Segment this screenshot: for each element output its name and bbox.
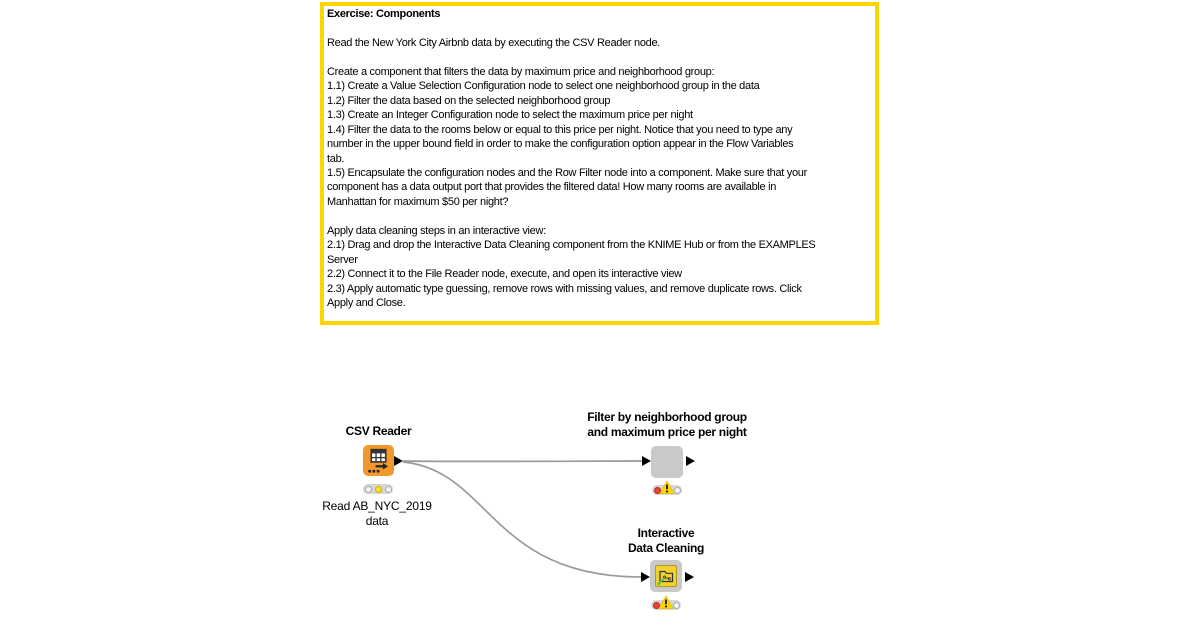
warning-icon	[658, 595, 674, 609]
node-label-filter-component: Filter by neighborhood group and maximum…	[587, 410, 747, 439]
annotation-line: Server	[327, 253, 358, 266]
annotation-line: 2.1) Drag and drop the Interactive Data …	[327, 239, 816, 252]
warning-icon	[659, 480, 675, 494]
annotation-line: Apply and Close.	[327, 297, 406, 310]
annotation-line: 1.1) Create a Value Selection Configurat…	[327, 80, 760, 93]
annotation-line: Create a component that filters the data…	[327, 65, 715, 78]
annotation-line: 1.5) Encapsulate the configuration nodes…	[327, 166, 807, 179]
input-port[interactable]	[642, 456, 651, 466]
output-port[interactable]	[394, 456, 403, 466]
node-label-csv-reader: CSV Reader	[345, 424, 412, 438]
node-filter-component[interactable]	[651, 446, 683, 478]
annotation-line: Apply data cleaning steps in an interact…	[327, 224, 546, 237]
folder-brush-icon	[656, 570, 674, 586]
input-port[interactable]	[641, 572, 650, 582]
component-icon-frame	[655, 565, 677, 587]
output-port[interactable]	[685, 572, 694, 582]
node-sublabel-csv-reader: Read AB_NYC_2019 data	[322, 499, 432, 528]
table-arrow-icon	[368, 448, 389, 473]
annotation-line: 2.2) Connect it to the File Reader node,…	[327, 268, 682, 281]
yellow-light	[374, 485, 382, 493]
annotation-line: component has a data output port that pr…	[327, 181, 777, 194]
annotation-body: Read the New York City Airbnb data by ex…	[327, 21, 872, 310]
annotation-line: 1.3) Create an Integer Configuration nod…	[327, 109, 693, 122]
node-data-cleaning[interactable]	[650, 560, 682, 592]
annotation-title: Exercise: Components	[327, 8, 441, 20]
green-light	[384, 485, 392, 493]
annotation-line: Manhattan for maximum $50 per night?	[327, 195, 509, 208]
red-light	[653, 486, 661, 494]
green-light	[672, 601, 680, 609]
annotation-line: number in the upper bound field in order…	[327, 138, 794, 151]
annotation-line: tab.	[327, 152, 345, 165]
annotation-line: 1.2) Filter the data based on the select…	[327, 94, 611, 107]
annotation-line: Read the New York City Airbnb data by ex…	[327, 36, 661, 49]
annotation-box[interactable]: Exercise: Components Read the New York C…	[320, 2, 879, 325]
connection-csv-to-cleaning[interactable]	[402, 461, 642, 578]
red-light	[652, 601, 660, 609]
red-light	[364, 485, 372, 493]
green-light	[673, 486, 681, 494]
output-port[interactable]	[686, 456, 695, 466]
annotation-line: 1.4) Filter the data to the rooms below …	[327, 123, 793, 136]
node-label-data-cleaning: Interactive Data Cleaning	[627, 526, 705, 555]
traffic-light-indicator	[363, 484, 393, 494]
annotation-line: 2.3) Apply automatic type guessing, remo…	[327, 282, 802, 295]
node-csv-reader[interactable]	[363, 445, 394, 476]
